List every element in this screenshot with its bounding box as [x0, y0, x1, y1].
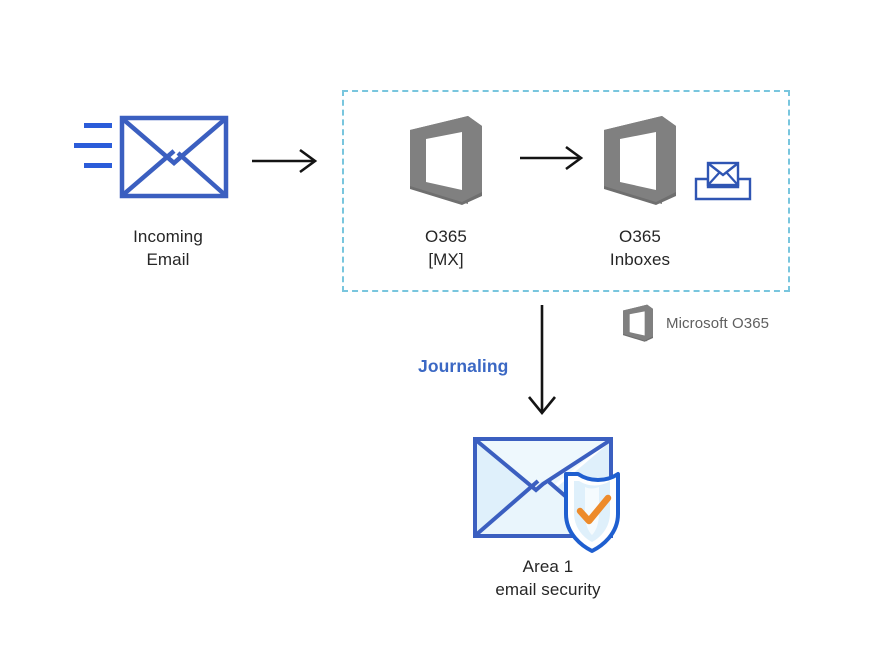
arrow-down-icon	[527, 305, 557, 416]
office-365-icon	[410, 116, 482, 205]
arrow-right-icon	[252, 148, 318, 174]
incoming-email-label: Incoming Email	[133, 227, 203, 269]
o365-mx-node	[404, 112, 488, 208]
incoming-email-node	[70, 115, 230, 210]
envelope-flap	[122, 118, 226, 166]
journaling-edge-label: Journaling	[418, 356, 509, 376]
edge-inboxes-to-area1	[520, 303, 564, 421]
secure-envelope-shield-icon	[473, 437, 620, 553]
o365-boundary-region	[342, 90, 790, 292]
area1-email-security-node	[470, 432, 630, 554]
edge-mx-to-inboxes	[518, 142, 588, 174]
legend-item-microsoft-o365	[620, 303, 656, 343]
envelope-diagonal-left	[122, 149, 176, 196]
envelope-diagonal-right	[176, 151, 226, 196]
tray-envelope-flap	[708, 163, 738, 177]
speed-line-middle	[74, 143, 112, 148]
edge-incoming-to-mx	[250, 145, 322, 177]
o365-inboxes-node	[598, 112, 682, 208]
o365-inboxes-label: O365 Inboxes	[609, 227, 671, 269]
arrow-right-icon	[520, 145, 584, 171]
area1-envelope-flap	[475, 439, 611, 493]
office-365-icon	[623, 304, 653, 342]
o365-mx-label: O365 [MX]	[425, 227, 467, 269]
legend-label-microsoft-o365: Microsoft O365	[666, 315, 770, 332]
office-365-icon	[604, 116, 676, 205]
check-icon	[576, 494, 612, 525]
area1-label: Area 1 email security	[495, 557, 601, 599]
speed-line-bottom	[84, 163, 112, 168]
speed-line-top	[84, 123, 112, 128]
inbox-tray-envelope-icon	[694, 161, 752, 201]
o365-inboxes-tray-node	[694, 159, 752, 203]
envelope-icon	[74, 115, 229, 199]
